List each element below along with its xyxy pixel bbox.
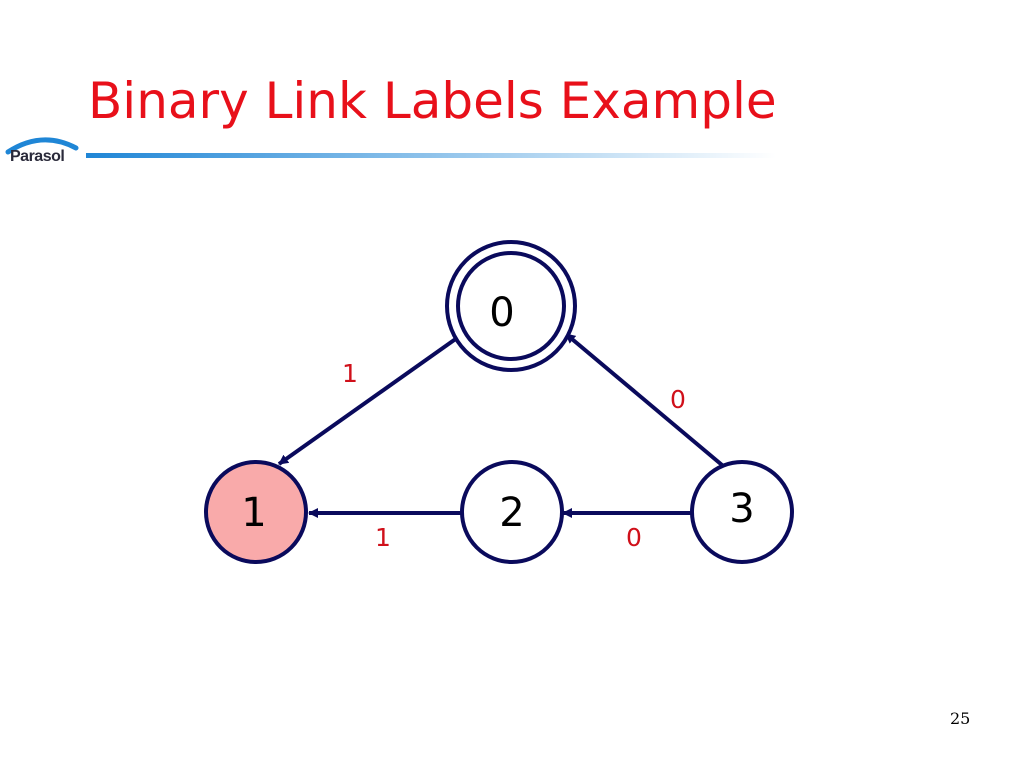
edge-label-0-to-1: 1 [342, 359, 358, 388]
node-2: 2 [460, 460, 564, 564]
node-0-label: 0 [489, 290, 514, 336]
node-2-circle [460, 460, 564, 564]
logo-text: Parasol [10, 148, 65, 165]
node-0: 0 [445, 240, 577, 372]
node-1-circle [204, 460, 308, 564]
node-1-label: 1 [241, 490, 266, 536]
node-3-circle [690, 460, 794, 564]
parasol-arc-icon [5, 137, 79, 155]
parasol-logo: Parasol [4, 134, 80, 172]
node-2-label: 2 [499, 490, 524, 536]
title-underline-rule [86, 153, 776, 158]
edge-label-3-to-2: 0 [626, 523, 642, 552]
node-1: 1 [204, 460, 308, 564]
node-3: 3 [690, 460, 794, 564]
page-number: 25 [950, 709, 971, 728]
edge-0-to-1 [277, 336, 459, 466]
edge-3-to-0 [564, 332, 724, 467]
edge-label-2-to-1: 1 [375, 523, 391, 552]
node-0-inner-ring [456, 251, 566, 361]
node-3-label: 3 [729, 486, 754, 532]
slide-title: Binary Link Labels Example [88, 72, 777, 130]
edge-label-3-to-0: 0 [670, 385, 686, 414]
